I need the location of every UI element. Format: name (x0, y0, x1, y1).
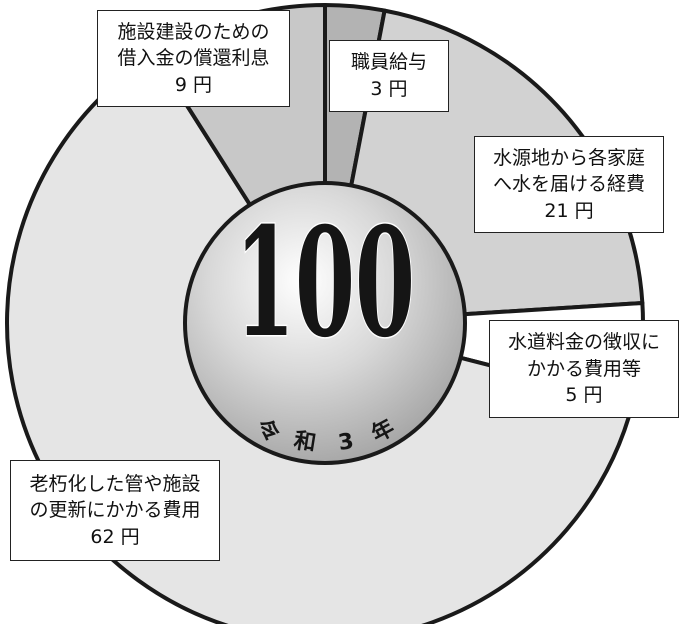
coin-icon: 100 令 和 3 年 (183, 181, 467, 465)
center-label: 100 (235, 195, 415, 371)
label-loan-interest-line-1: 施設建設のための (117, 20, 270, 43)
center-sublabel-2: 和 (292, 428, 318, 456)
label-collection-cost-amount: 5 円 (565, 384, 603, 407)
label-renewal-cost-line-1: 老朽化した管や施設 (29, 472, 201, 495)
label-delivery-cost-line-2: へ水を届ける経費 (492, 173, 645, 196)
center-sublabel-3: 3 (337, 429, 356, 456)
label-staff-salary-amount: 3 円 (370, 78, 408, 100)
label-delivery-cost-line-1: 水源地から各家庭 (492, 146, 645, 169)
label-loan-interest-amount: 9 円 (174, 73, 213, 96)
label-staff-salary: 職員給与 3 円 (329, 40, 449, 112)
label-collection-cost-line-1: 水道料金の徴収に (507, 331, 660, 354)
label-delivery-cost: 水源地から各家庭 へ水を届ける経費 21 円 (474, 136, 664, 233)
label-renewal-cost-line-2: の更新にかかる費用 (29, 499, 201, 522)
label-renewal-cost-amount: 62 円 (90, 525, 140, 548)
label-loan-interest-line-2: 借入金の償還利息 (117, 47, 270, 70)
label-loan-interest: 施設建設のための 借入金の償還利息 9 円 (97, 10, 290, 107)
label-collection-cost: 水道料金の徴収に かかる費用等 5 円 (489, 320, 679, 418)
label-staff-salary-line-1: 職員給与 (350, 51, 427, 74)
label-renewal-cost: 老朽化した管や施設 の更新にかかる費用 62 円 (10, 460, 220, 561)
label-collection-cost-line-2: かかる費用等 (526, 357, 641, 380)
label-delivery-cost-amount: 21 円 (544, 199, 594, 222)
